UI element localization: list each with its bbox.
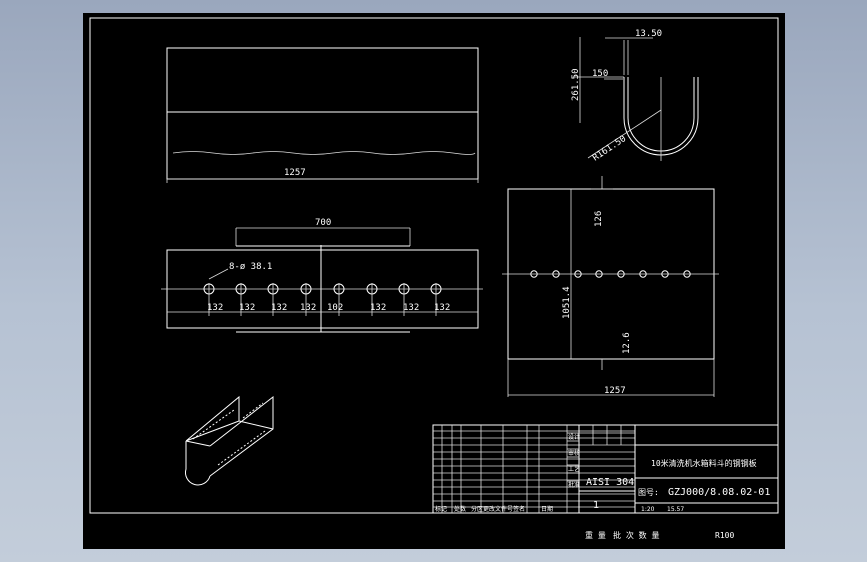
hole-spec-label: 8-ø 38.1 (229, 262, 272, 272)
top-view: 1257 (166, 47, 479, 183)
pitch-label-7: 132 (403, 303, 419, 313)
row-label-2: 处数 (454, 505, 466, 513)
right-view-length-label: 1257 (604, 386, 626, 396)
right-hole-7 (661, 270, 669, 278)
right-hole-3 (574, 270, 582, 278)
footer-weight-label: 重 量 (585, 530, 606, 540)
right-view-top-offset-label: 126 (594, 211, 604, 227)
right-hole-8 (683, 270, 691, 278)
right-holes (530, 270, 691, 278)
title-block: 10米清洗机水箱料斗的钢钢板 AISI 304 1 图号: GZJ000/8.0… (432, 424, 779, 514)
row-label-6: 日期 (541, 505, 553, 513)
row-label-3: 分区 (471, 505, 483, 513)
row-label-5: 签名 (513, 505, 525, 513)
top-view-outline (166, 47, 479, 180)
top-view-length-label: 1257 (284, 168, 306, 178)
quantity-text: 1 (593, 500, 599, 511)
span-dim-label: 700 (315, 218, 331, 228)
right-view: 126 1051.4 12.6 1257 (502, 176, 719, 397)
bottom-row-label-2: 审核 (568, 449, 580, 457)
right-hole-4 (595, 270, 603, 278)
right-hole-2 (552, 270, 560, 278)
pitch-label-4: 132 (300, 303, 316, 313)
pitch-label-3: 132 (271, 303, 287, 313)
right-view-height-label: 1051.4 (562, 286, 572, 319)
right-view-bottom-offset-label: 12.6 (622, 332, 632, 354)
footer-r100-label: R100 (715, 531, 734, 540)
iso-trough-left (185, 441, 211, 486)
pitch-labels: 132 132 132 132 102 132 132 132 (207, 303, 450, 313)
pitch-label-8: 132 (434, 303, 450, 313)
section-height-label: 261.50 (571, 68, 581, 101)
drawing-number-label: 图号: (638, 488, 659, 497)
front-view: 700 8-ø 38.1 132 132 132 132 102 132 132 132 (161, 218, 483, 333)
pitch-label-2: 132 (239, 303, 255, 313)
footer-batch-label: 批 次 数 量 (613, 530, 659, 540)
right-hole-6 (639, 270, 647, 278)
isometric-view (185, 395, 274, 486)
pitch-label-5: 102 (327, 303, 343, 313)
pitch-label-1: 132 (207, 303, 223, 313)
row-label-1: 标记 (435, 505, 447, 513)
section-radius-label: R161.50 (591, 134, 628, 164)
pitch-label-6: 132 (370, 303, 386, 313)
title-text: 10米清洗机水箱料斗的钢钢板 (651, 458, 757, 468)
bottom-row-label-3: 工艺 (568, 465, 580, 473)
scale-text: 1:20 (641, 506, 655, 513)
section-detail: R161.50 261.50 13.50 150 (571, 29, 699, 164)
right-hole-1 (530, 270, 538, 278)
radius-leader (587, 109, 662, 159)
hole-leader (208, 268, 229, 280)
right-hole-5 (617, 270, 625, 278)
weight-text: 15.57 (667, 506, 684, 513)
section-width-label: 13.50 (635, 29, 662, 39)
front-holes (203, 283, 442, 316)
section-flange-label: 150 (592, 69, 608, 79)
bottom-row-label-1: 设计 (568, 433, 580, 441)
top-view-break-line (172, 151, 476, 155)
material-text: AISI 304 (586, 477, 634, 488)
bottom-row-label-4: 批准 (568, 481, 580, 489)
drawing-number: GZJ000/8.08.02-01 (668, 487, 770, 498)
row-label-4: 更改文件号 (483, 505, 513, 513)
